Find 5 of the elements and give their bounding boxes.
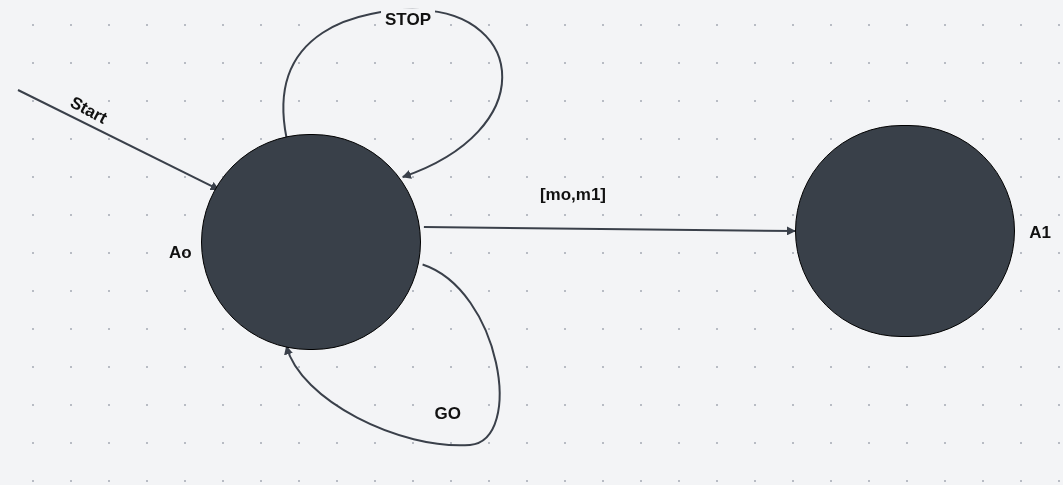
arrow (422, 226, 796, 236)
state-label: A1 (1028, 222, 1051, 245)
state-label: Ao (169, 242, 193, 265)
arrow (282, 9, 504, 178)
arrow (285, 263, 501, 447)
